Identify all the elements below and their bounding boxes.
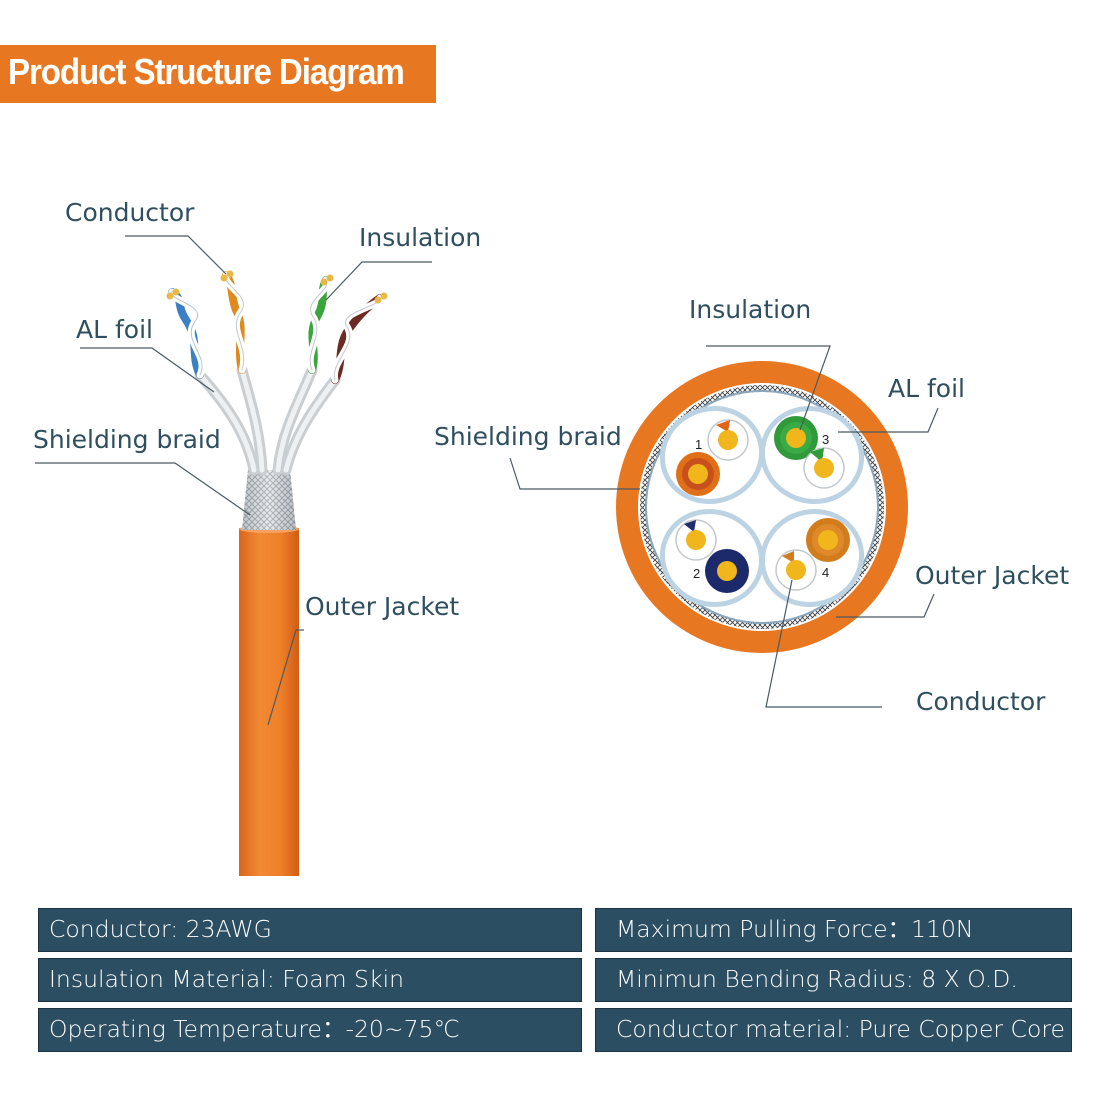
spec-conductor: Conductor: 23AWG [38,908,582,952]
spec-text: Insulation Material: Foam Skin [49,965,405,993]
label-outer-jacket-left: Outer Jacket [305,592,460,621]
pair-number-1: 2 [693,566,700,581]
twisted-pair-brown [331,294,384,384]
pair-3 [774,416,845,489]
side-view-cable [35,235,432,876]
leader-lines-left [35,235,432,726]
spec-insulation-material: Insulation Material: Foam Skin [38,958,582,1002]
label-shielding-braid-left: Shielding braid [33,425,221,454]
spec-operating-temperature: Operating Temperature：-20~75℃ [38,1008,582,1052]
spec-text: Minimun Bending Radius: 8 X O.D. [616,965,1018,993]
conductor-tips-side [166,270,388,304]
label-insulation-right: Insulation [689,295,812,324]
label-conductor-right: Conductor [916,687,1046,716]
al-foil-ring [645,390,879,624]
label-outer-jacket-right: Outer Jacket [915,561,1070,590]
pair-2 [676,419,749,496]
spec-text: Operating Temperature：-20~75℃ [49,1015,460,1043]
pair-number-2: 1 [695,437,702,452]
label-conductor-left: Conductor [65,198,195,227]
title-banner: Product Structure Diagram [0,45,436,103]
pair-1 [675,519,749,593]
pair-number-4: 4 [822,565,829,580]
al-foil-side [194,364,341,476]
label-al-foil-left: AL foil [76,315,153,344]
twisted-pair-green [306,276,331,374]
twisted-pair-orange [222,271,248,374]
cross-section: 2 1 3 4 [509,345,939,708]
pair-4 [775,518,850,591]
spec-text: Maximum Pulling Force：110N [616,915,974,943]
spec-max-pulling-force: Maximum Pulling Force：110N [595,908,1072,952]
outer-jacket-side [239,528,299,876]
leader-lines-right [509,345,939,708]
spec-min-bending-radius: Minimun Bending Radius: 8 X O.D. [595,958,1072,1002]
label-shielding-braid-right: Shielding braid [434,422,622,451]
pair-number-3: 3 [822,432,829,447]
page-title: Product Structure Diagram [8,51,405,92]
spec-text: Conductor material: Pure Copper Core [616,1015,1065,1043]
spec-text: Conductor: 23AWG [49,915,272,943]
label-insulation-left: Insulation [359,223,482,252]
label-al-foil-right: AL foil [888,374,965,403]
twisted-pair-blue [168,288,206,379]
spec-conductor-material: Conductor material: Pure Copper Core [595,1008,1072,1052]
